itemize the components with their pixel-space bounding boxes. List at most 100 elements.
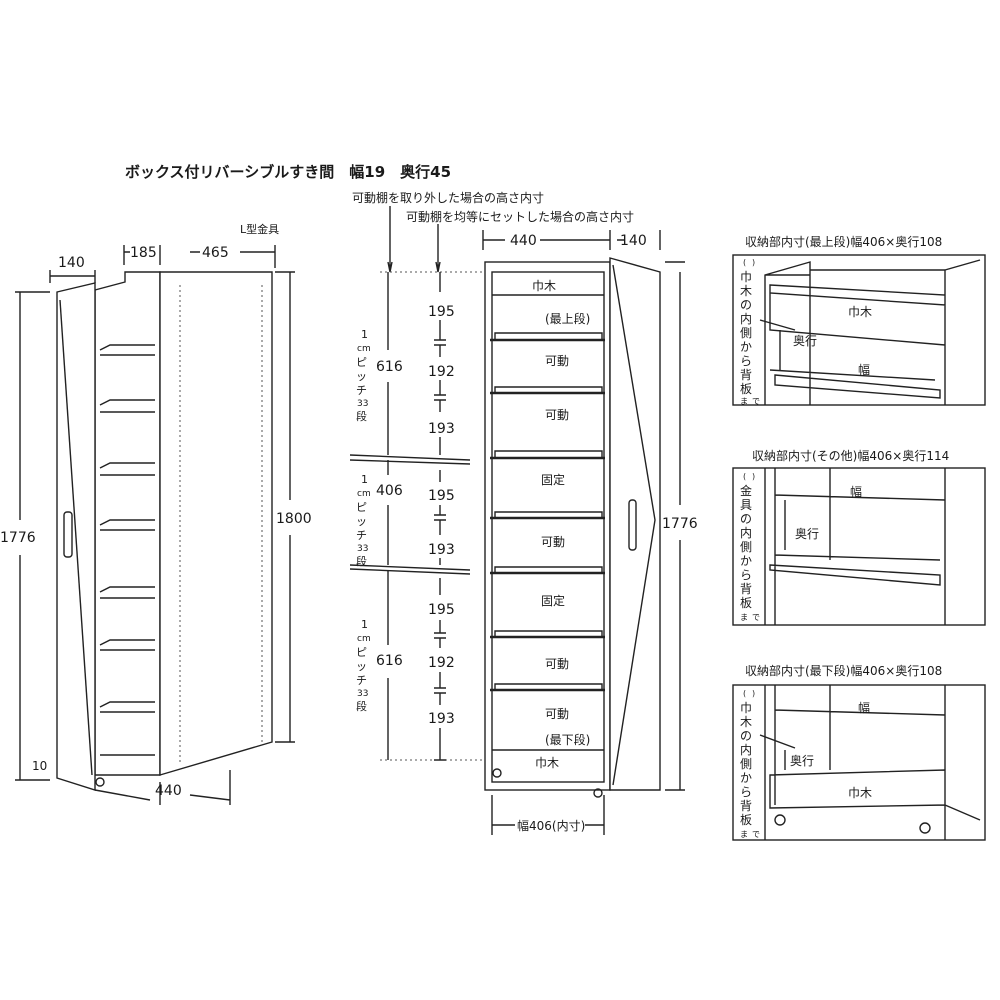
svg-text:チ: チ (356, 674, 367, 687)
svg-text:1: 1 (361, 473, 368, 486)
even-height-2: 192 (428, 364, 455, 380)
svg-text:巾木: 巾木 (532, 279, 556, 293)
svg-text:の: の (740, 298, 752, 312)
group-height-1: 616 (376, 359, 403, 375)
width-440-label: 440 (510, 233, 537, 249)
door-handle (63, 511, 73, 558)
caster (774, 814, 786, 826)
svg-text:ッ: ッ (356, 660, 367, 673)
svg-text:巾木: 巾木 (535, 756, 559, 770)
svg-text:側: 側 (740, 757, 752, 771)
svg-text:ら: ら (740, 785, 752, 799)
svg-text:ま: ま (740, 830, 748, 839)
svg-text:可動: 可動 (545, 707, 569, 721)
svg-text:内: 内 (740, 526, 752, 540)
svg-text:か: か (740, 554, 752, 568)
dim-line-top (123, 245, 276, 268)
height-1776-label: 1776 (0, 530, 36, 546)
svg-text:可動: 可動 (545, 657, 569, 671)
pitch-note-3: 1 cm ピ ッ チ 33 段 (356, 618, 371, 713)
side-note: ( ) 巾 木 の 内 側 か ら 背 板 ま で (740, 258, 760, 406)
svg-text:チ: チ (356, 529, 367, 542)
svg-text:木: 木 (740, 284, 752, 298)
even-height-3: 193 (428, 421, 455, 437)
svg-text:幅: 幅 (858, 362, 870, 377)
svg-text:板: 板 (740, 596, 752, 610)
svg-text:ッ: ッ (356, 515, 367, 528)
svg-text:巾木: 巾木 (848, 305, 872, 319)
break-lines (349, 454, 471, 575)
front-view: 可動棚を取り外した場合の高さ内寸 可動棚を均等にセットした場合の高さ内寸 440… (349, 190, 698, 835)
left-perspective-view: 140 185 465 L型金具 1776 1800 10 440 (0, 222, 312, 805)
caster (593, 788, 603, 798)
svg-text:ピ: ピ (356, 501, 367, 514)
shelf-labels: 巾木 (最上段) 可動 可動 固定 可動 固定 可動 可動 (最下段) 巾木 (532, 279, 590, 770)
door-handle (628, 499, 637, 551)
svg-text:背: 背 (740, 368, 752, 382)
caster (919, 822, 931, 834)
dim-line-width (482, 230, 661, 250)
svg-text:cm: cm (357, 489, 371, 499)
pitch-note-1: 1 cm ピ ッ チ 33 段 (356, 328, 371, 423)
svg-text:の: の (740, 512, 752, 526)
dim-140-label: 140 (58, 255, 85, 271)
svg-text:幅: 幅 (850, 484, 862, 499)
svg-text:ら: ら (740, 354, 752, 368)
detail-panel-bottom: 収納部内寸(最下段)幅406×奥行108 幅 奥行 巾木 ( ) 巾 木 の 内… (732, 663, 986, 841)
svg-text:): ) (752, 689, 755, 698)
group-height-2: 406 (376, 483, 403, 499)
svg-text:ま: ま (740, 613, 748, 622)
svg-text:か: か (740, 340, 752, 354)
svg-text:cm: cm (357, 634, 371, 644)
svg-text:ッ: ッ (356, 370, 367, 383)
svg-text:巾: 巾 (740, 701, 752, 715)
even-height-1: 195 (428, 304, 455, 320)
svg-text:で: で (752, 613, 760, 622)
svg-text:(: ( (743, 689, 746, 698)
dim-line-1776 (665, 261, 685, 791)
svg-text:33: 33 (357, 689, 368, 699)
svg-text:段: 段 (356, 699, 367, 713)
svg-text:金: 金 (740, 483, 752, 498)
dim-line-440 (94, 770, 231, 805)
dim-line-even (434, 272, 446, 761)
caster (492, 768, 502, 778)
panel-title: 収納部内寸(最上段)幅406×奥行108 (745, 234, 942, 249)
note-even-shelves: 可動棚を均等にセットした場合の高さ内寸 (406, 209, 634, 224)
svg-text:ま: ま (740, 397, 748, 406)
svg-text:チ: チ (356, 384, 367, 397)
side-panel (159, 271, 273, 776)
svg-text:背: 背 (740, 799, 752, 813)
l-bracket-label: L型金具 (240, 222, 279, 236)
svg-text:cm: cm (357, 344, 371, 354)
dim-line-inner-width (491, 795, 605, 835)
svg-text:背: 背 (740, 582, 752, 596)
even-height-7: 192 (428, 655, 455, 671)
dim-line-1800 (275, 271, 295, 743)
svg-text:1: 1 (361, 328, 368, 341)
svg-text:幅: 幅 (858, 700, 870, 715)
even-height-8: 193 (428, 711, 455, 727)
svg-text:巾: 巾 (740, 270, 752, 284)
dim-line-140 (49, 270, 96, 283)
svg-text:段: 段 (356, 554, 367, 568)
svg-text:側: 側 (740, 326, 752, 340)
caster (95, 777, 105, 787)
svg-text:): ) (752, 472, 755, 481)
svg-text:側: 側 (740, 540, 752, 554)
svg-text:(: ( (743, 472, 746, 481)
panel-title: 収納部内寸(その他)幅406×奥行114 (752, 448, 949, 463)
svg-text:段: 段 (356, 409, 367, 423)
even-height-5: 193 (428, 542, 455, 558)
shelves (100, 354, 155, 756)
svg-text:ピ: ピ (356, 646, 367, 659)
side-note: ( ) 巾 木 の 内 側 か ら 背 板 ま で (740, 689, 760, 839)
svg-text:板: 板 (740, 813, 752, 827)
svg-text:固定: 固定 (541, 593, 565, 608)
svg-text:木: 木 (740, 715, 752, 729)
svg-text:固定: 固定 (541, 472, 565, 487)
svg-text:33: 33 (357, 544, 368, 554)
svg-text:内: 内 (740, 312, 752, 326)
svg-text:奥行: 奥行 (790, 754, 814, 768)
svg-text:可動: 可動 (545, 408, 569, 422)
